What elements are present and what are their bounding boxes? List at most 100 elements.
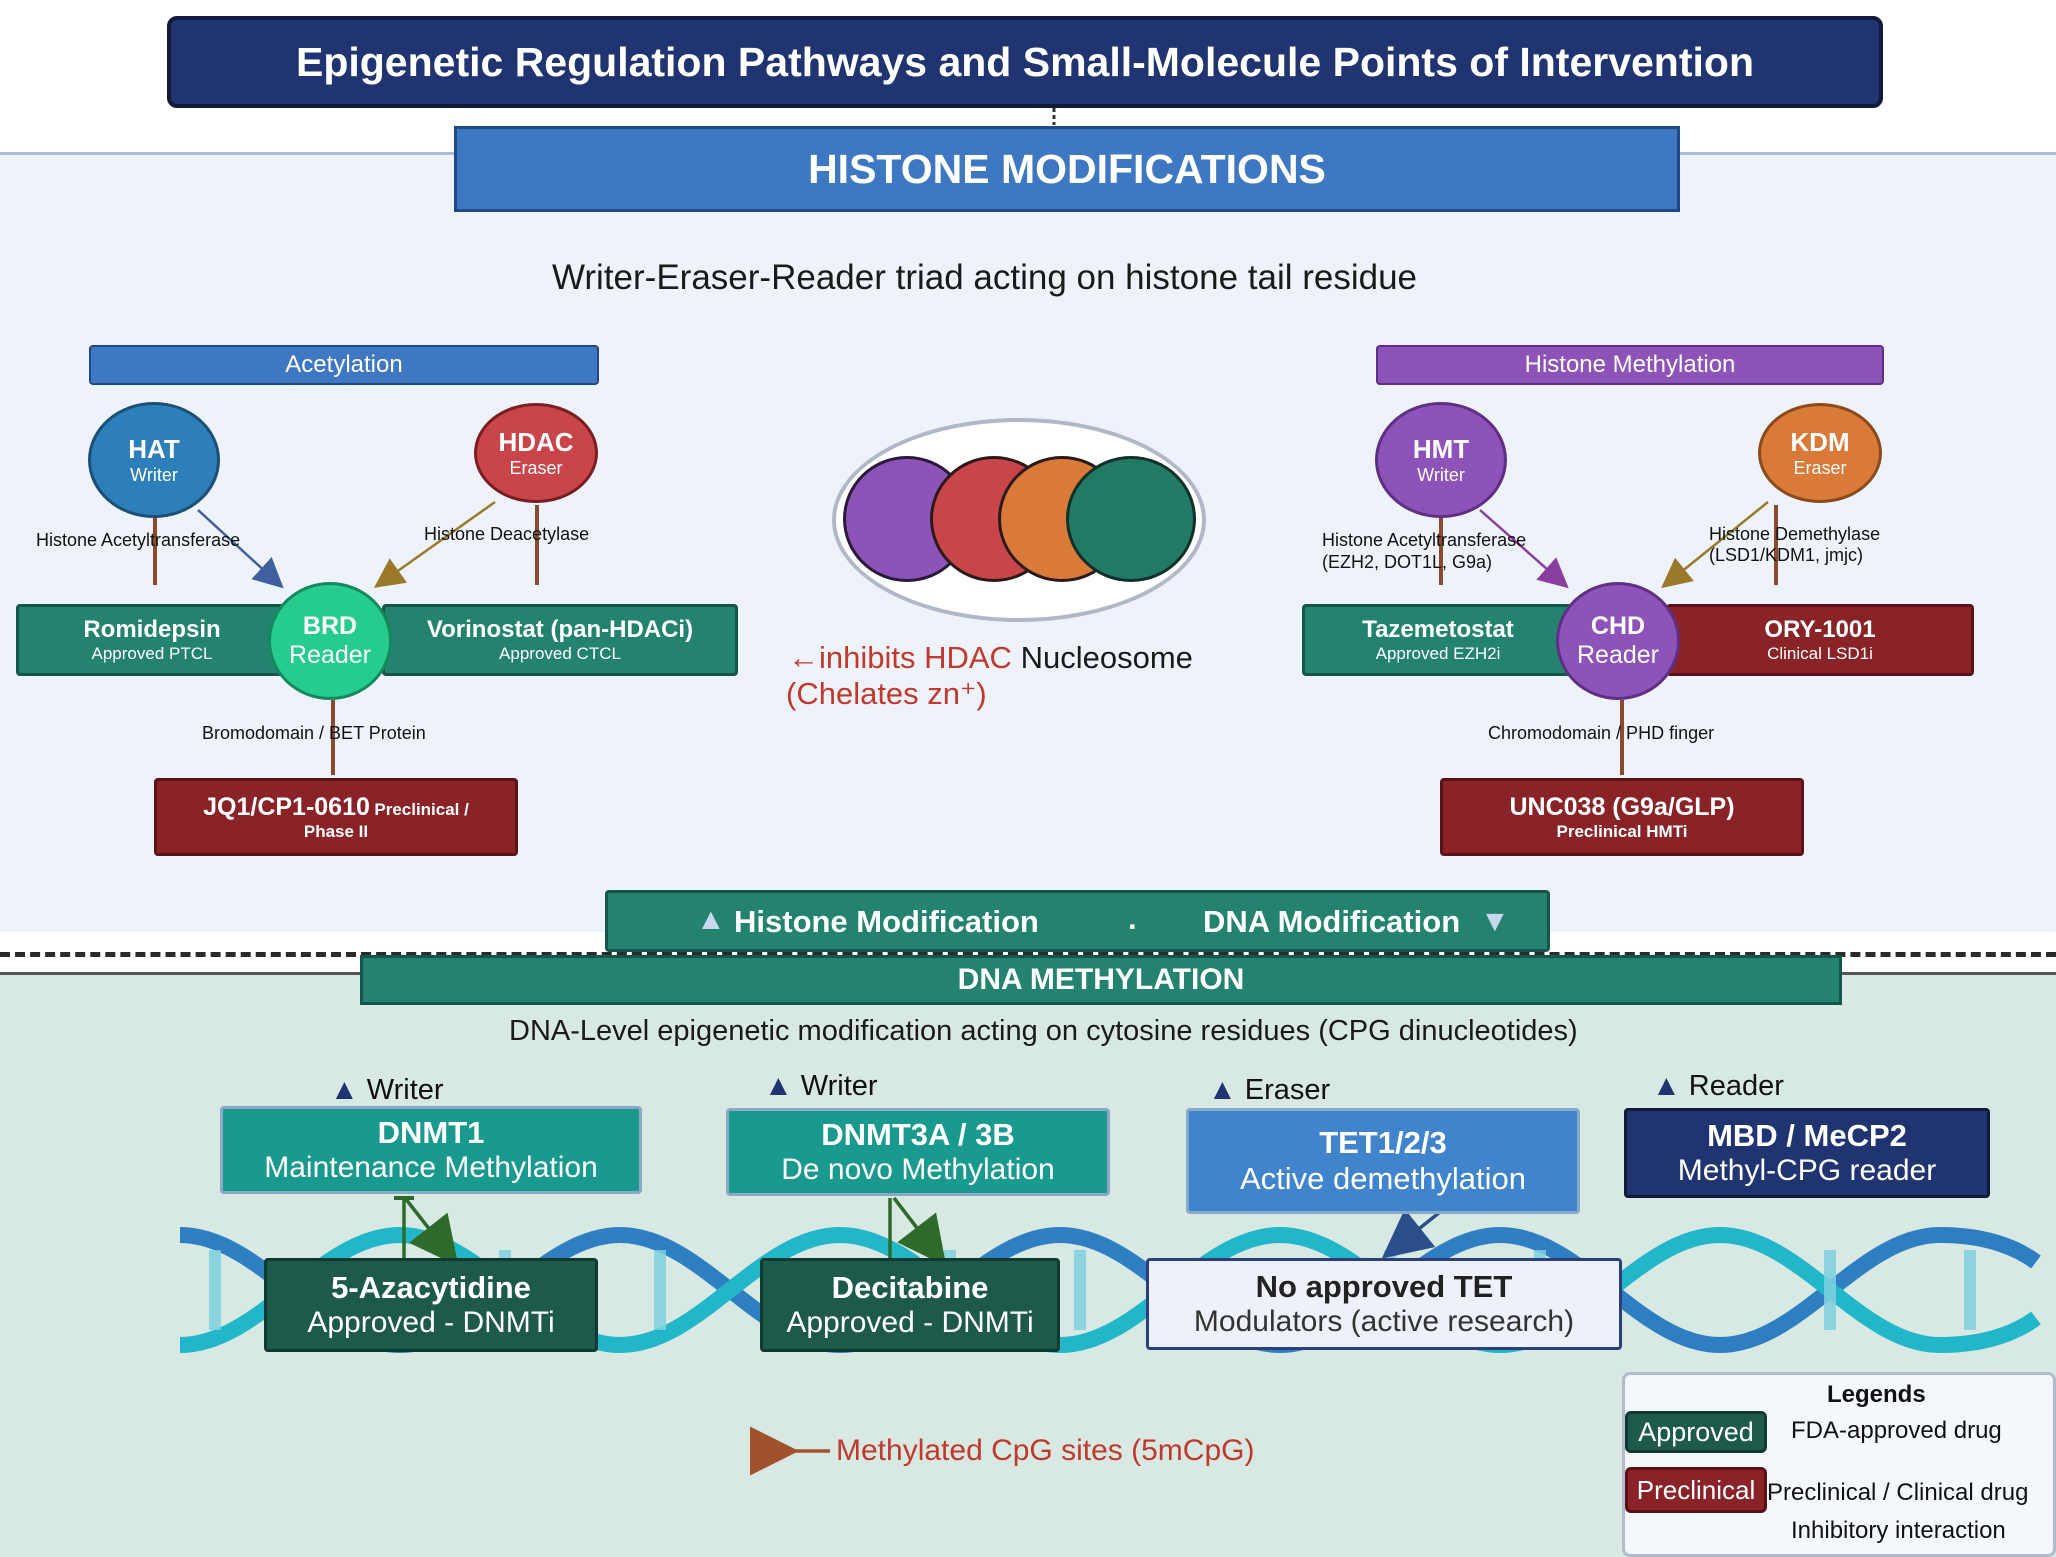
legend-inhibit-desc: Inhibitory interaction: [1791, 1517, 2006, 1544]
histone-header: HISTONE MODIFICATIONS: [454, 126, 1680, 212]
dnmt1-box: DNMT1 Maintenance Methylation: [220, 1106, 642, 1194]
romidepsin-name: Romidepsin: [83, 616, 221, 643]
dnmt1-tag: ▲ Writer: [330, 1074, 444, 1107]
legend-panel: Legends Approved FDA-approved drug Precl…: [1622, 1372, 2056, 1557]
dnmt1-tag-text: Writer: [366, 1074, 444, 1106]
divider-left-text: Histone Modification: [734, 904, 1039, 939]
chd-desc: Chromodomain / PHD finger: [1488, 723, 1715, 743]
jq1-line1: JQ1/CP1-0610 Preclinical /: [203, 793, 469, 822]
mbd-tag: ▲ Reader: [1652, 1070, 1784, 1103]
jq1-status-a: Preclinical /: [374, 799, 469, 819]
brd-reader-node: BRD Reader: [268, 582, 392, 700]
hat-role: Writer: [130, 465, 178, 485]
cpg-note: Methylated CpG sites (5mCpG): [836, 1434, 1255, 1467]
chd-role: Reader: [1577, 641, 1659, 669]
dna-subtitle: DNA-Level epigenetic modification acting…: [509, 1015, 1578, 1047]
hmt-desc-b: (EZH2, DOT1L, G9a): [1322, 552, 1493, 572]
azacytidine-drug: 5-Azacytidine Approved - DNMTi: [264, 1258, 598, 1352]
jq1-status-b: Phase II: [303, 821, 369, 841]
dna-header-text: DNA METHYLATION: [957, 963, 1245, 996]
hdac-desc: Histone Deacetylase: [424, 524, 590, 544]
jq1-drug: JQ1/CP1-0610 Preclinical / Phase II: [154, 778, 518, 856]
up-triangle-icon: ▲: [696, 903, 726, 936]
histone-subtitle: Writer-Eraser-Reader triad acting on his…: [552, 258, 1418, 297]
hmt-role: Writer: [1417, 465, 1465, 485]
hdac-eraser-node: HDAC Eraser: [474, 403, 598, 503]
unc-name: UNC038 (G9a/GLP): [1509, 792, 1735, 821]
hdac-role: Eraser: [509, 458, 563, 478]
page-title-text: Epigenetic Regulation Pathways and Small…: [295, 38, 1754, 85]
legend-approved-tag: Approved: [1638, 1416, 1754, 1447]
hat-desc: Histone Acetyltransferase: [36, 530, 241, 550]
romidepsin-drug: Romidepsin Approved PTCL: [16, 604, 288, 676]
divider-dot: .: [1128, 901, 1137, 936]
dnmt3-triangle-icon: ▲: [764, 1070, 793, 1102]
decitabine-drug: Decitabine Approved - DNMTi: [760, 1258, 1060, 1352]
dnmt1-triangle-icon: ▲: [330, 1074, 359, 1106]
acetylation-label: Acetylation: [89, 345, 599, 385]
chelates-text: (Chelates zn⁺): [786, 676, 987, 711]
kdm-eraser-node: KDM Eraser: [1758, 403, 1882, 503]
chd-reader-node: CHD Reader: [1556, 582, 1680, 700]
dna-header: DNA METHYLATION: [360, 955, 1842, 1005]
vorinostat-drug: Vorinostat (pan-HDACi) Approved CTCL: [382, 604, 738, 676]
tet-modulators-box: No approved TET Modulators (active resea…: [1146, 1258, 1622, 1350]
dnmt3-desc: De novo Methylation: [781, 1153, 1055, 1186]
tet-mod-name: No approved TET: [1255, 1269, 1513, 1304]
tet-mod-status: Modulators (active research): [1193, 1305, 1575, 1338]
romidepsin-status: Approved PTCL: [91, 644, 213, 663]
page-title: Epigenetic Regulation Pathways and Small…: [167, 16, 1883, 108]
legend-preclinical-desc: Preclinical / Clinical drug: [1767, 1479, 2029, 1506]
unc038-drug: UNC038 (G9a/GLP) Preclinical HMTi: [1440, 778, 1804, 856]
mbd-triangle-icon: ▲: [1652, 1070, 1681, 1102]
tet-name: TET1/2/3: [1319, 1125, 1447, 1160]
legend-preclinical-tag: Preclinical: [1636, 1474, 1756, 1505]
kdm-name: KDM: [1790, 427, 1850, 457]
hmt-desc-a: Histone Acetyltransferase: [1322, 530, 1527, 550]
jq1-name: JQ1/CP1-0610: [203, 792, 370, 821]
ory-status: Clinical LSD1i: [1767, 644, 1873, 663]
mbd-box: MBD / MeCP2 Methyl-CPG reader: [1624, 1108, 1990, 1198]
azacytidine-name: 5-Azacytidine: [331, 1270, 531, 1305]
mbd-tag-text: Reader: [1688, 1070, 1784, 1102]
azacytidine-status: Approved - DNMTi: [307, 1306, 555, 1339]
decitabine-status: Approved - DNMTi: [786, 1306, 1034, 1339]
tet-triangle-icon: ▲: [1208, 1074, 1237, 1106]
dnmt3-name: DNMT3A / 3B: [821, 1117, 1015, 1152]
tet-box: TET1/2/3 Active demethylation: [1186, 1108, 1580, 1214]
methylation-label: Histone Methylation: [1376, 345, 1884, 385]
hdac-name: HDAC: [498, 427, 574, 457]
tet-tag-text: Eraser: [1244, 1074, 1331, 1106]
legend-preclinical-swatch: Preclinical: [1625, 1467, 1767, 1513]
hat-name: HAT: [128, 434, 180, 464]
legend-approved-desc: FDA-approved drug: [1791, 1417, 2002, 1444]
chd-name: CHD: [1590, 612, 1646, 640]
tazemetostat-name: Tazemetostat: [1362, 616, 1514, 643]
tet-desc: Active demethylation: [1239, 1161, 1527, 1196]
brd-role: Reader: [289, 641, 371, 669]
kdm-role: Eraser: [1793, 458, 1847, 478]
methylation-label-text: Histone Methylation: [1524, 351, 1736, 378]
tazemetostat-status: Approved EZH2i: [1375, 644, 1501, 663]
dnmt1-name: DNMT1: [377, 1115, 485, 1150]
unc-status: Preclinical HMTi: [1556, 821, 1688, 841]
dnmt3-box: DNMT3A / 3B De novo Methylation: [726, 1108, 1110, 1196]
down-triangle-icon: ▼: [1480, 905, 1510, 938]
divider-right-text: DNA Modification: [1203, 904, 1461, 939]
nucleosome-label: Nucleosome: [1020, 640, 1193, 675]
acetylation-label-text: Acetylation: [285, 351, 403, 378]
decitabine-name: Decitabine: [831, 1270, 989, 1305]
vorinostat-status: Approved CTCL: [499, 644, 621, 663]
mbd-name: MBD / MeCP2: [1707, 1118, 1907, 1153]
brd-desc: Bromodomain / BET Protein: [202, 723, 426, 743]
nucleosome-histone-green: [1066, 456, 1196, 582]
dnmt3-tag: ▲ Writer: [764, 1070, 878, 1103]
modification-divider: ▲ Histone Modification . DNA Modificatio…: [605, 890, 1550, 952]
hmt-name: HMT: [1412, 434, 1470, 464]
inhibits-hdac-text: ←inhibits HDAC: [788, 640, 1012, 675]
hmt-writer-node: HMT Writer: [1375, 402, 1507, 518]
ory-name: ORY-1001: [1764, 616, 1876, 643]
tet-tag: ▲ Eraser: [1208, 1074, 1330, 1107]
section-dashed-divider: [0, 952, 2056, 957]
tazemetostat-drug: Tazemetostat Approved EZH2i: [1302, 604, 1574, 676]
